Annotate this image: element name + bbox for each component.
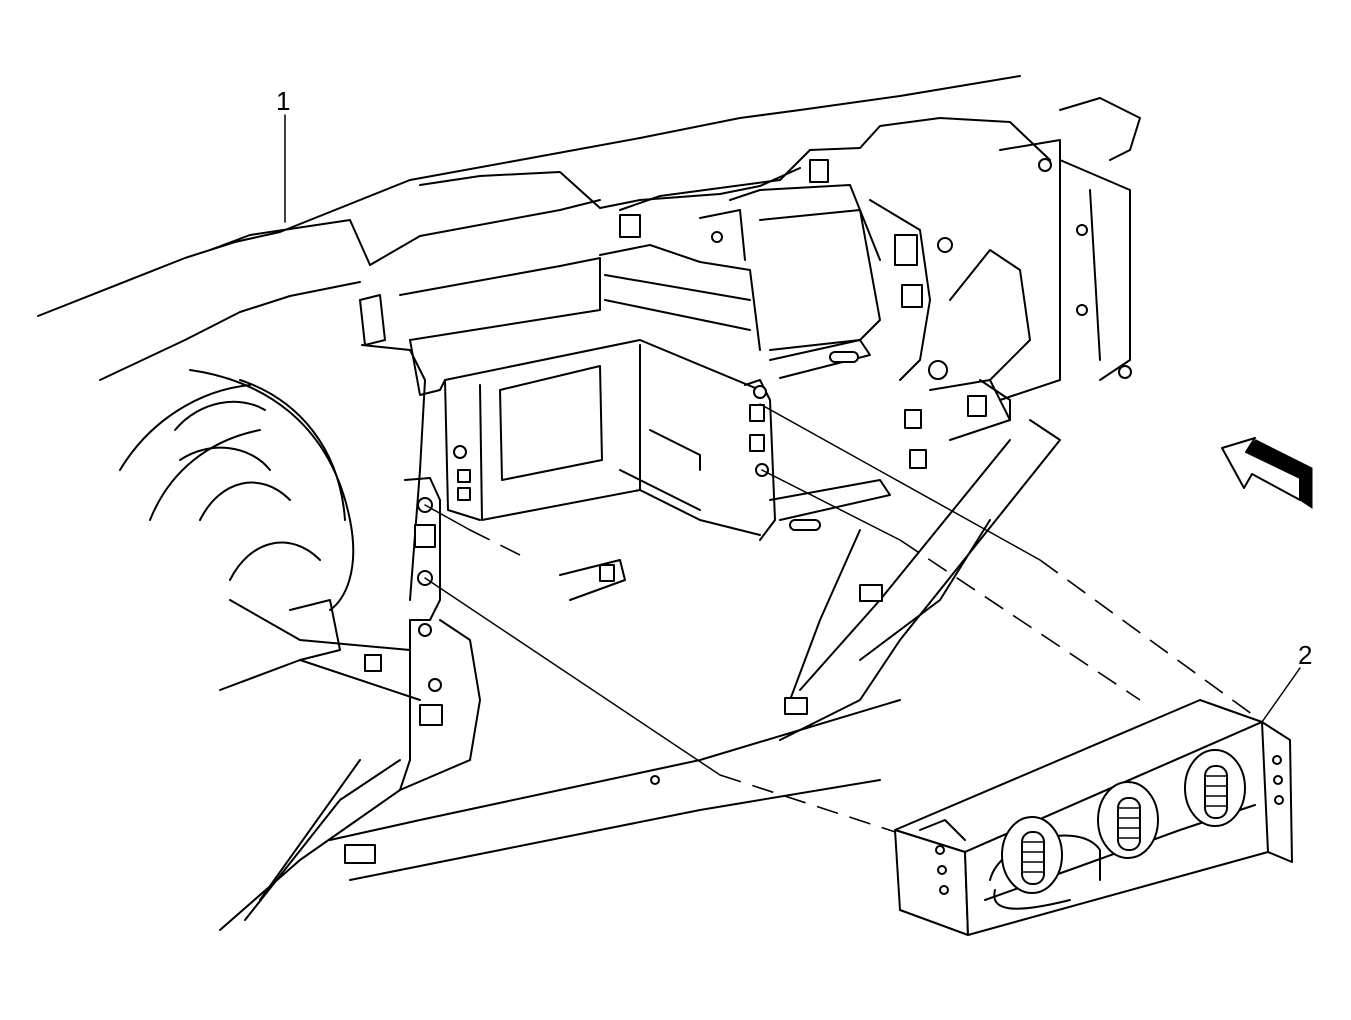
callout-1-number: 1 bbox=[276, 86, 290, 116]
callout-1: 1 bbox=[276, 86, 290, 223]
hvac-control-module bbox=[894, 699, 1293, 936]
alignment-lines bbox=[424, 403, 1261, 841]
view-direction-arrow-icon bbox=[1221, 437, 1313, 509]
callout-2: 2 bbox=[1261, 640, 1312, 723]
knob-ridges bbox=[1021, 765, 1228, 885]
instrument-panel-carrier bbox=[37, 75, 1141, 931]
callout-2-number: 2 bbox=[1298, 640, 1312, 670]
